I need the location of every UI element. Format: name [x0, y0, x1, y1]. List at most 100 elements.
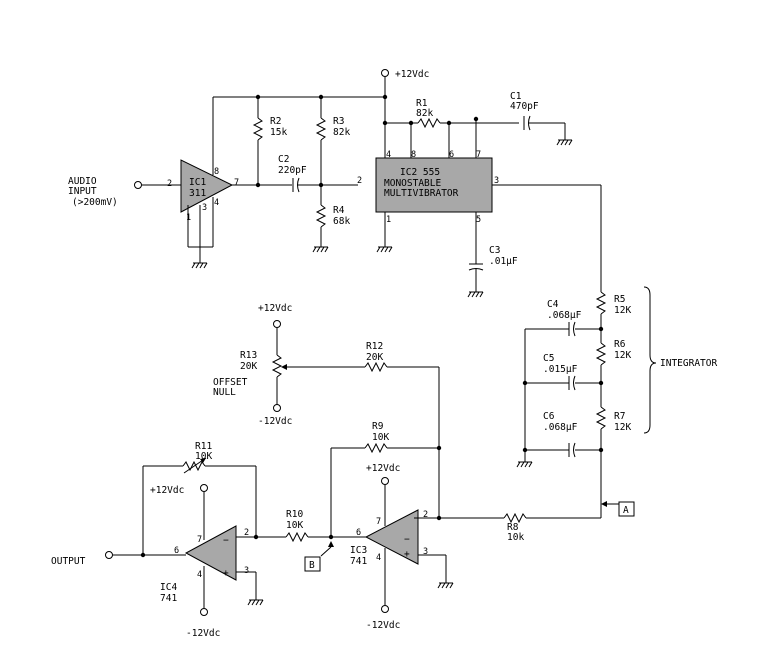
- ground-symbol-ic3: [437, 582, 454, 589]
- output-label: OUTPUT: [51, 556, 86, 567]
- r9-name: R9: [372, 421, 384, 432]
- ic2-pin-4: 4: [386, 150, 391, 160]
- ic4-plus: +: [223, 568, 229, 579]
- ic4-wires: [113, 465, 259, 608]
- ic4-name: IC4: [160, 582, 177, 593]
- r5-name: R5: [614, 294, 625, 305]
- c4-name: C4: [547, 299, 559, 310]
- ic2-pin-8: 8: [411, 150, 416, 160]
- capacitor-c5: [568, 375, 576, 391]
- ic1-name: IC1: [189, 177, 206, 188]
- ic2-pin-7: 7: [476, 150, 481, 160]
- marker-a: [601, 501, 635, 517]
- ic2-line1: IC2 555: [400, 167, 440, 178]
- ic2-timing-wires: [382, 116, 519, 158]
- ic2-pin-2: 2: [357, 176, 362, 186]
- ic4-pin-noninv: 3: [244, 566, 249, 576]
- ic1-pin-g1: 1: [186, 213, 191, 223]
- r2-value: 15k: [270, 127, 287, 138]
- ic2-pin-6: 6: [449, 150, 454, 160]
- c1-name: C1: [510, 91, 522, 102]
- divider-wires: [318, 97, 324, 247]
- ic3-pin-vn: 4: [376, 553, 381, 563]
- r13-supply-pos-label: +12Vdc: [258, 303, 292, 314]
- output-terminal: [105, 551, 113, 559]
- r10-value: 10K: [286, 520, 303, 531]
- ic3-name: IC3: [350, 545, 367, 556]
- r7-value: 12K: [614, 422, 631, 433]
- ic3-minus: −: [404, 534, 410, 545]
- ic1-pin-in: 2: [167, 179, 172, 189]
- ic4-part: 741: [160, 593, 177, 604]
- c5-name: C5: [543, 353, 554, 364]
- r8-name: R8: [507, 522, 519, 533]
- ic4-vn-terminal: [200, 608, 208, 616]
- ground-symbol-ic4: [247, 599, 264, 606]
- c2-value: 220pF: [278, 165, 307, 176]
- ic3-pin-out: 2: [423, 510, 428, 520]
- ic4-minus: −: [223, 535, 229, 546]
- ic3-pin-noninv: 3: [423, 547, 428, 557]
- c6-value: .068µF: [543, 422, 578, 433]
- ic3-pin-inv: 6: [356, 528, 361, 538]
- offset-label-1: OFFSET: [213, 377, 248, 388]
- ic1-pin-g4: 4: [214, 198, 219, 208]
- r12-name: R12: [366, 341, 383, 352]
- marker-a-label: A: [623, 505, 629, 516]
- ic4-pin-inv: 2: [244, 528, 249, 538]
- c6-name: C6: [543, 411, 555, 422]
- ic1-output-wires: [232, 97, 292, 188]
- resistor-r5: [595, 291, 607, 315]
- audio-input-label-3: (>200mV): [72, 197, 118, 208]
- r13-supply-neg-label: -12Vdc: [258, 416, 292, 427]
- c3-name: C3: [489, 245, 500, 256]
- ic2-pin-3: 3: [494, 176, 499, 186]
- ic2-line2: MONOSTABLE: [384, 178, 441, 189]
- ic4-vn-label: -12Vdc: [186, 628, 220, 639]
- ic3-feedback-wires: [330, 445, 442, 537]
- ic2-pin-5: 5: [476, 215, 481, 225]
- ground-symbol-integrator: [516, 461, 533, 468]
- capacitor-c2: [292, 177, 358, 193]
- resistor-r7: [595, 406, 607, 430]
- r3-name: R3: [333, 116, 344, 127]
- ic3-vp-label: +12Vdc: [366, 463, 400, 474]
- ic4-pin-out: 6: [174, 546, 179, 556]
- r3-value: 82k: [333, 127, 350, 138]
- resistor-r8: [503, 512, 527, 524]
- ic2-monostable: [375, 157, 493, 213]
- integrator-wires: [522, 314, 604, 518]
- resistor-r2: [252, 117, 264, 141]
- ic1-ground-wires: [187, 197, 214, 263]
- ic1-pin-g3: 3: [202, 203, 207, 213]
- resistor-r12: [364, 361, 388, 373]
- ground-symbol-r4: [312, 246, 329, 253]
- audio-input-terminal: [134, 181, 181, 189]
- c4-value: .068µF: [547, 310, 582, 321]
- r1-name: R1: [416, 98, 428, 109]
- resistor-r1: [417, 117, 441, 129]
- resistor-r3: [315, 117, 327, 141]
- r4-value: 68k: [333, 216, 350, 227]
- ic4-vp-label: +12Vdc: [150, 485, 184, 496]
- r13-name: R13: [240, 350, 257, 361]
- ic3-opamp: [364, 509, 419, 565]
- resistor-r10: [285, 531, 309, 543]
- r5-value: 12K: [614, 305, 631, 316]
- ic2-line3: MULTIVIBRATOR: [384, 188, 459, 199]
- top-rail-wires: [212, 94, 388, 175]
- ic4-pin-vp: 7: [197, 535, 202, 545]
- r7-name: R7: [614, 411, 625, 422]
- c2-name: C2: [278, 154, 289, 165]
- ic1-part: 311: [189, 188, 206, 199]
- capacitor-c4: [568, 321, 576, 337]
- r8-value: 10k: [507, 532, 524, 543]
- r13-potentiometer: [271, 320, 365, 412]
- ic3-vp-terminal: [381, 477, 389, 485]
- r11-name: R11: [195, 441, 212, 452]
- ic3-wires: [328, 485, 601, 605]
- c3-value: .01µF: [489, 256, 518, 267]
- r6-value: 12K: [614, 350, 631, 361]
- r1-value: 82k: [416, 108, 433, 119]
- ic3-vn-label: -12Vdc: [366, 620, 400, 631]
